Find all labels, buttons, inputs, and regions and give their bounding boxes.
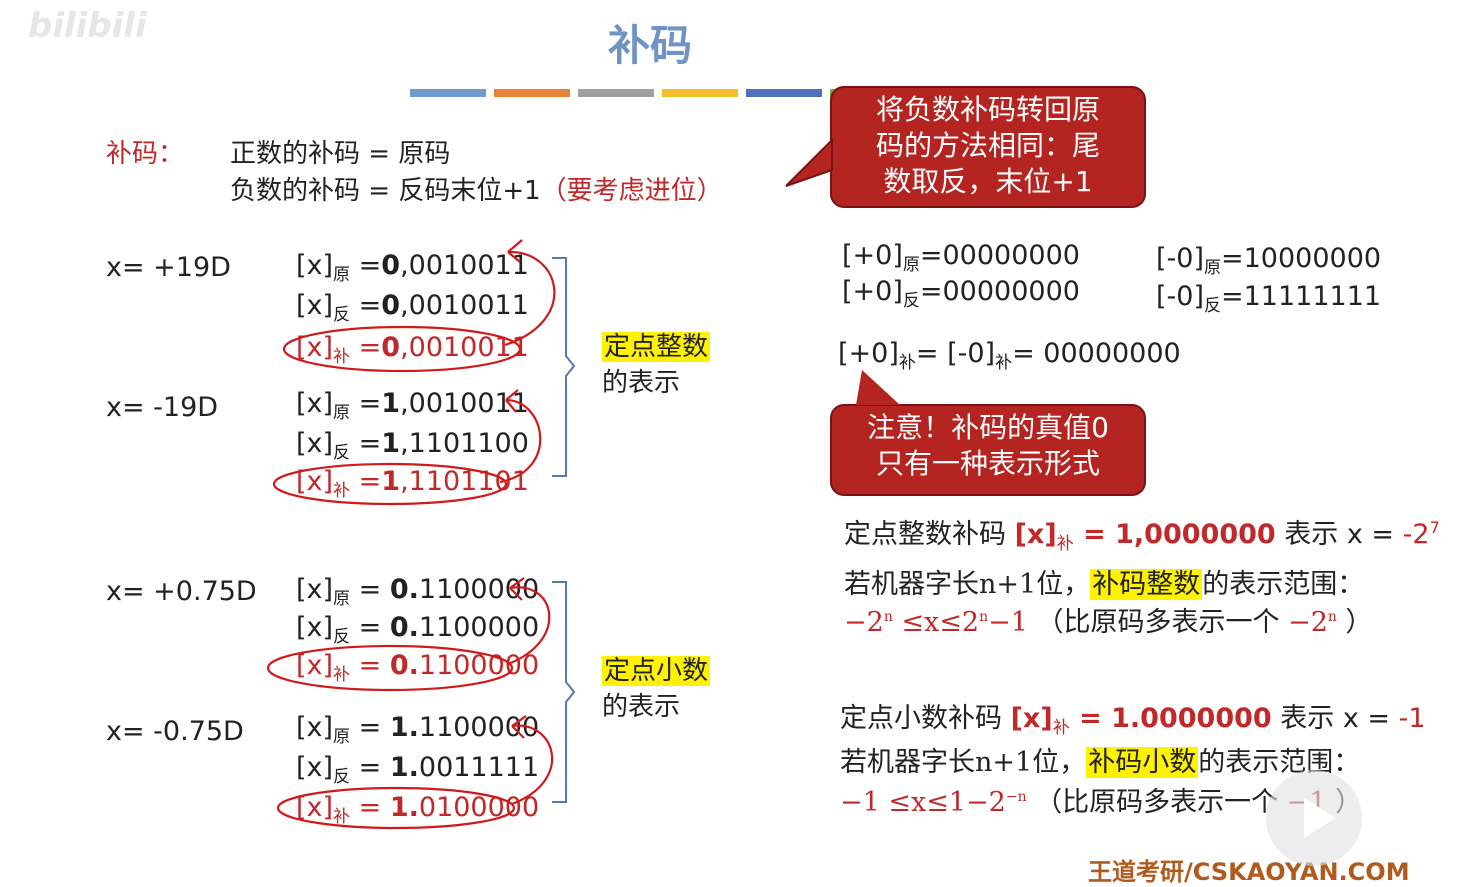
pos-int-inv: [x]反 =0,0010011 — [296, 290, 529, 325]
frac-range-line1: 定点小数补码 [x]补 = 1.0000000 表示 x = -1 — [840, 703, 1426, 738]
x-label-neg-frac: x= -0.75D — [106, 716, 244, 747]
pos-frac-orig: [x]原 = 0.1100000 — [296, 574, 540, 609]
color-bar-4 — [746, 89, 822, 97]
zero-pos-inv: [+0]反=00000000 — [842, 276, 1080, 311]
callout-tail-mid — [856, 370, 900, 405]
neg-frac-comp: [x]补 = 1.0100000 — [296, 792, 540, 827]
x-label-neg-int: x= -19D — [106, 392, 219, 423]
definition-negative: 负数的补码 = 反码末位+1（要考虑进位） — [230, 176, 723, 206]
play-icon — [1304, 798, 1336, 838]
neg-int-orig: [x]原 =1,0010011 — [296, 388, 529, 423]
caption-fixed-frac-2: 的表示 — [602, 692, 681, 722]
zero-neg-inv: [-0]反=11111111 — [1156, 281, 1382, 316]
neg-frac-orig: [x]原 = 1.1100000 — [296, 712, 540, 747]
int-range-line3: −2n ≤x≤2n−1 （比原码多表示一个 −2n ） — [844, 607, 1373, 638]
int-range-line1: 定点整数补码 [x]补 = 1,0000000 表示 x = -27 — [844, 518, 1440, 554]
neg-int-comp: [x]补 =1,1101101 — [296, 466, 529, 501]
caption-fixed-frac: 定点小数 — [602, 656, 711, 686]
callout-conversion: 将负数补码转回原 码的方法相同：尾 数取反，末位+1 — [830, 86, 1146, 208]
bilibili-watermark: bilibili — [28, 6, 147, 46]
video-play-button[interactable] — [1266, 770, 1362, 866]
brace-frac — [552, 581, 576, 803]
zero-pos-orig: [+0]原=00000000 — [842, 240, 1080, 275]
neg-int-inv: [x]反 =1,1101100 — [296, 428, 529, 463]
definition-label: 补码： — [106, 139, 185, 169]
color-bar-1 — [494, 89, 570, 97]
page-title: 补码 — [607, 21, 692, 70]
callout-tail-top — [785, 137, 833, 187]
brace-int — [552, 257, 576, 477]
color-bar-2 — [578, 89, 654, 97]
pos-int-orig: [x]原 =0,0010011 — [296, 250, 529, 285]
neg-frac-inv: [x]反 = 1.0011111 — [296, 752, 540, 787]
int-range-line2: 若机器字长n+1位，补码整数的表示范围： — [844, 569, 1365, 600]
caption-fixed-int: 定点整数 — [602, 332, 711, 362]
color-bar-0 — [410, 89, 486, 97]
zero-comp: [+0]补= [-0]补= 00000000 — [838, 338, 1181, 373]
callout-zero-note: 注意！补码的真值0 只有一种表示形式 — [830, 404, 1146, 496]
pos-frac-comp: [x]补 = 0.1100000 — [296, 650, 540, 685]
x-label-pos-frac: x= +0.75D — [106, 576, 257, 607]
pos-int-comp: [x]补 =0,0010011 — [296, 332, 529, 367]
zero-neg-orig: [-0]原=10000000 — [1156, 243, 1382, 278]
footer-brand: 王道考研/CSKAOYAN.COM — [1088, 858, 1410, 886]
frac-range-line2: 若机器字长n+1位，补码小数的表示范围： — [840, 747, 1361, 778]
color-bar-3 — [662, 89, 738, 97]
pos-frac-inv: [x]反 = 0.1100000 — [296, 612, 540, 647]
definition-positive: 正数的补码 = 原码 — [230, 139, 451, 169]
x-label-pos-int: x= +19D — [106, 252, 231, 283]
caption-fixed-int-2: 的表示 — [602, 368, 681, 398]
